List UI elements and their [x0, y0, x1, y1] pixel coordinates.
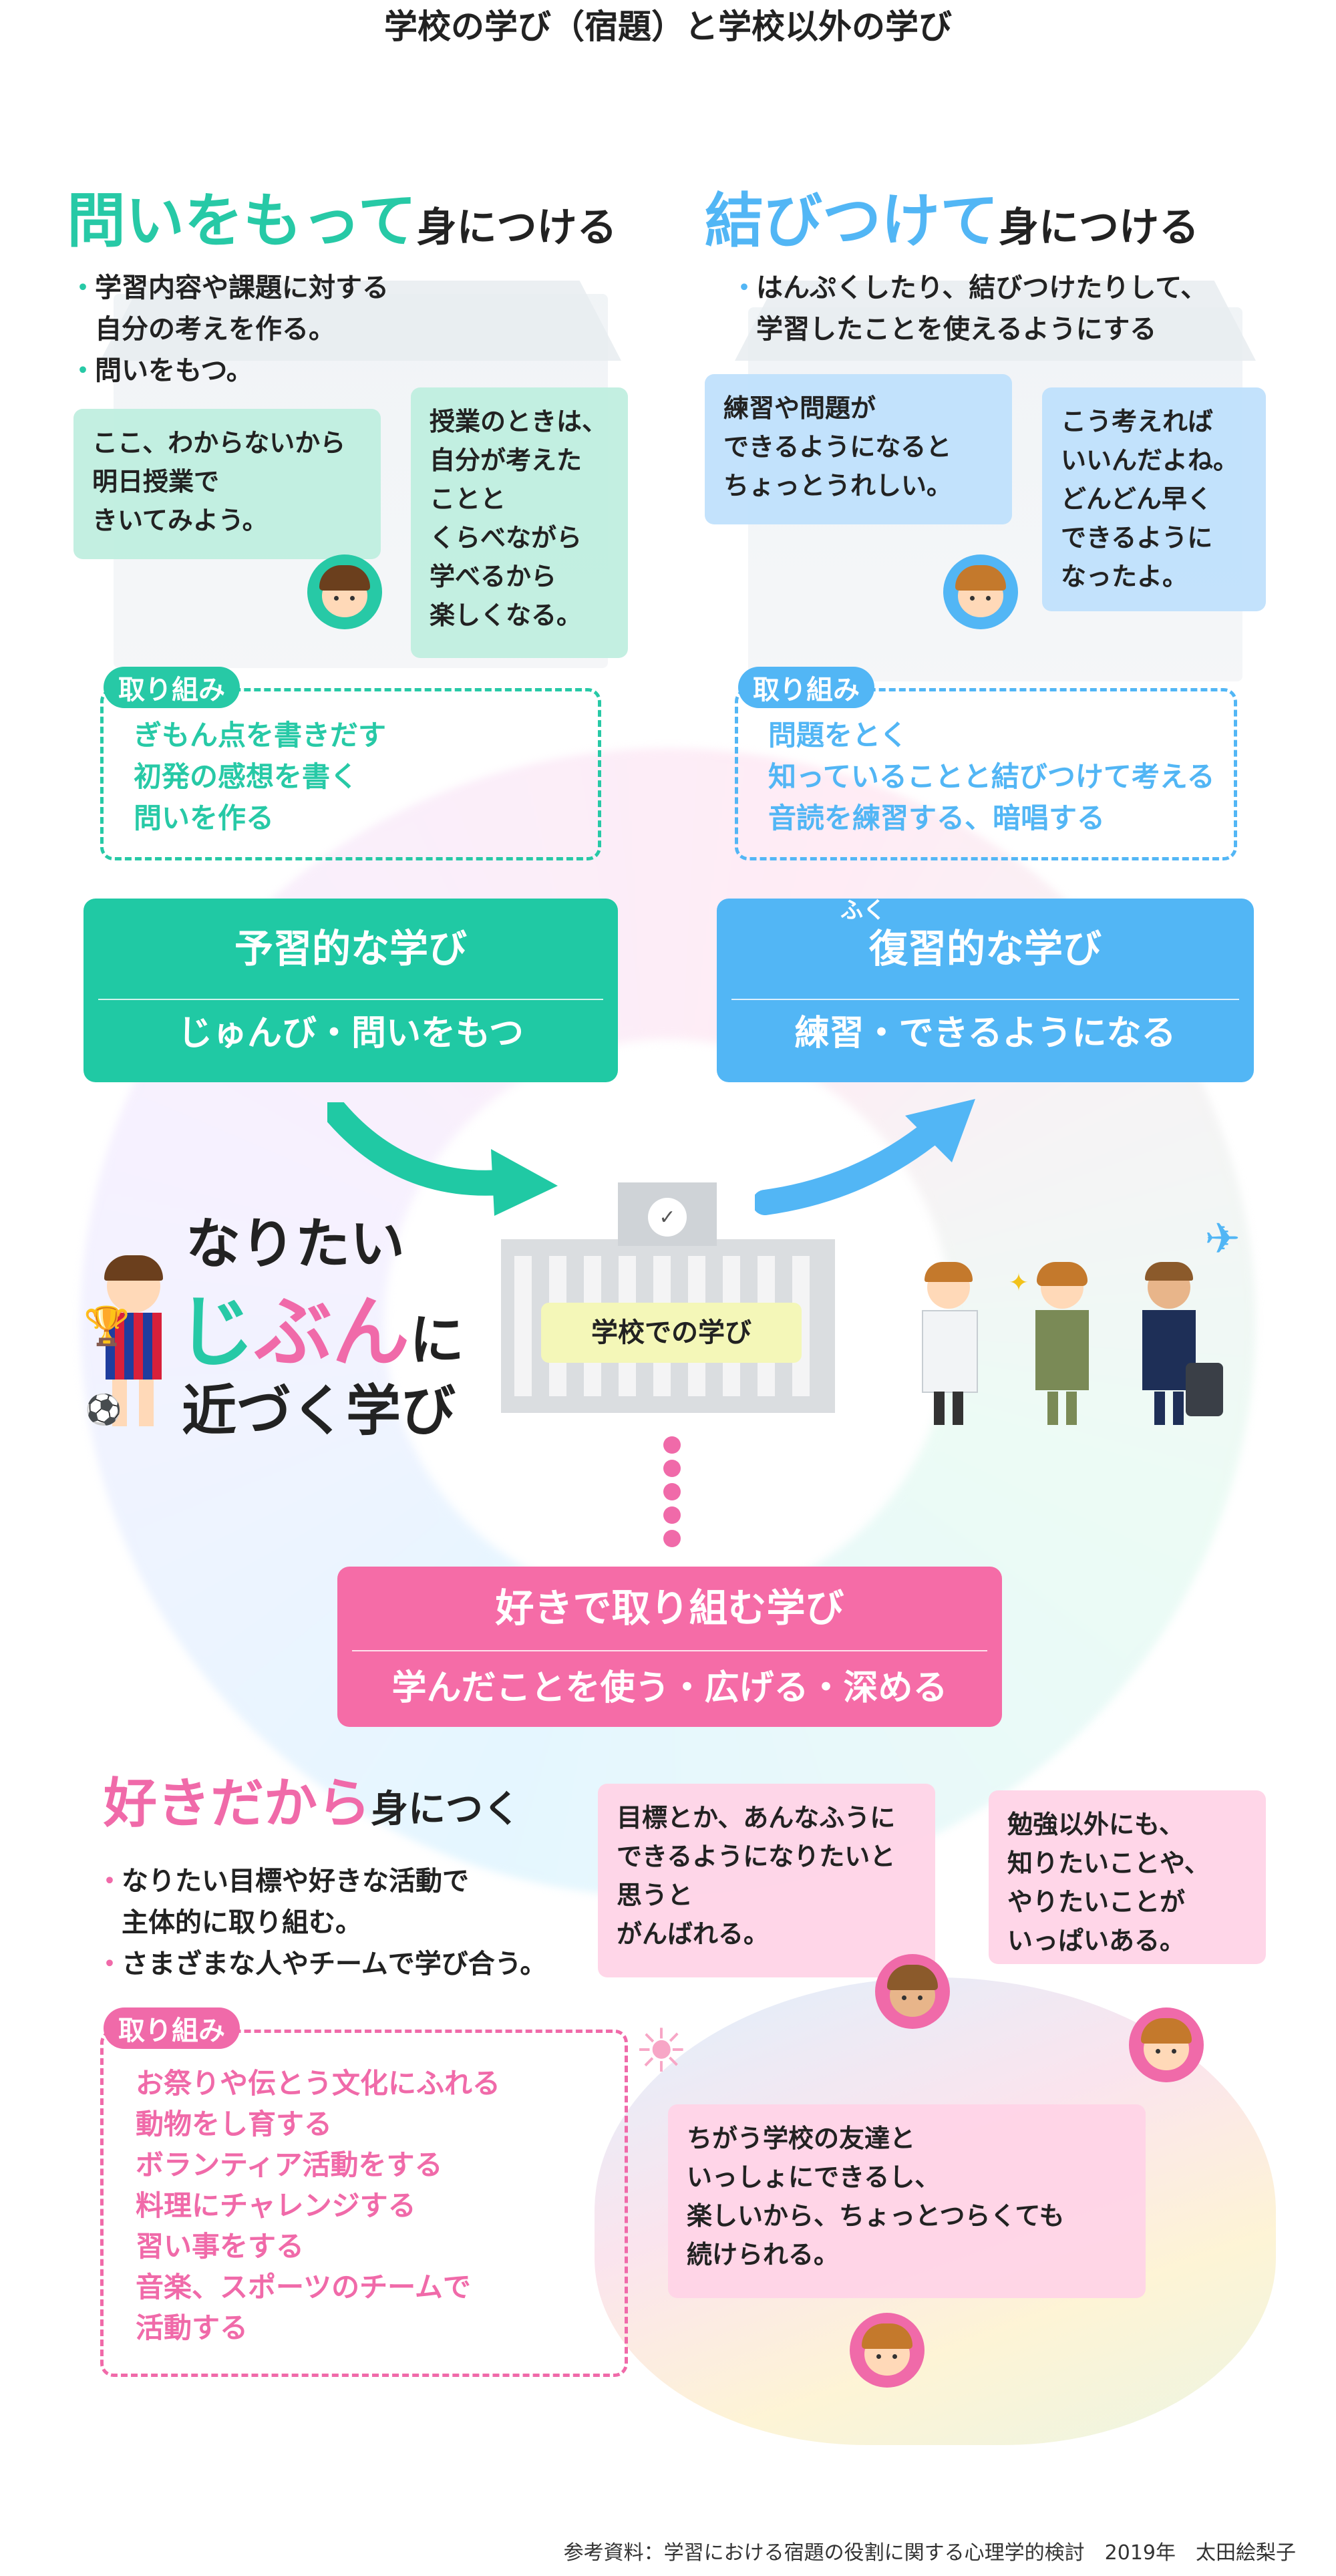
- center-heading-line1: なりたい: [186, 1213, 405, 1276]
- right-section-title: 結びつけて身につける: [705, 174, 1199, 259]
- list-item: ぎもん点を書きだす: [134, 719, 387, 752]
- left-activities-label: 取り組み: [104, 667, 240, 708]
- divider: [352, 1650, 987, 1651]
- list-item: 動物をし育する: [136, 2108, 333, 2140]
- bottom-activities-list: お祭りや伝とう文化にふれる 動物をし育する ボランティア活動をする 料理にチャレ…: [136, 2063, 500, 2348]
- card-title: ふく 復習的な学び: [717, 897, 1254, 999]
- bottom-speech-bubble-2: 勉強以外にも、 知りたいことや、 やりたいことが いっぱいある。: [989, 1790, 1266, 1964]
- card-subtitle: 練習・できるようになる: [794, 1013, 1176, 1054]
- left-speech-bubble-2: 授業のときは、 自分が考えた ことと くらべながら 学べるから 楽しくなる。: [411, 387, 628, 658]
- school-label: 学校での学び: [541, 1303, 802, 1363]
- left-activities-list: ぎもん点を書きだす 初発の感想を書く 問いを作る: [134, 715, 386, 839]
- center-heading-ni: に: [409, 1309, 465, 1372]
- sparkle-icon: ✦: [1008, 1269, 1029, 1297]
- arrow-to-school-icon: [327, 1102, 558, 1216]
- bottom-speech-bubble-3: ちがう学校の友達と いっしょにできるし、 楽しいから、ちょっとつらくても 続けら…: [668, 2104, 1146, 2298]
- list-item: はんぷくしたり、結びつけたりして、 学習したことを使えるようにする: [731, 267, 1309, 350]
- student-face-icon: [1129, 2007, 1204, 2082]
- list-item: 習い事をする: [136, 2230, 305, 2263]
- student-face-icon: [875, 1954, 950, 2029]
- bottom-speech-bubble-1: 目標とか、あんなふうに できるようになりたいと 思うと がんばれる。: [598, 1784, 935, 1977]
- trophy-icon: 🏆: [84, 1305, 130, 1348]
- right-activities-label: 取り組み: [738, 667, 874, 708]
- card-subtitle: じゅんび・問いをもつ: [178, 1013, 524, 1054]
- center-heading-ji: じ: [177, 1287, 255, 1378]
- right-bullet-list: はんぷくしたり、結びつけたりして、 学習したことを使えるようにする: [731, 267, 1309, 350]
- card-title: 好きで取り組む学び: [495, 1585, 844, 1631]
- card-title-text: 復習的な学び: [868, 926, 1102, 971]
- right-speech-bubble-1: 練習や問題が できるようになると ちょっとうれしい。: [705, 374, 1012, 524]
- bottom-title-colored: 好きだから: [104, 1772, 371, 1834]
- connector-dot: [663, 1460, 681, 1477]
- right-title-rest: 身につける: [999, 204, 1200, 251]
- list-item: 問いを作る: [134, 802, 275, 834]
- bottom-section-title: 好きだから身につく: [104, 1760, 520, 1838]
- connector-dot: [663, 1436, 681, 1454]
- suitcase-icon: [1186, 1363, 1223, 1416]
- left-activities-box: [100, 688, 601, 860]
- list-item: 料理にチャレンジする: [136, 2189, 416, 2222]
- list-item: 活動する: [136, 2311, 248, 2344]
- right-activities-list: 問題をとく 知っていることと結びつけて考える 音読を練習する、暗唱する: [768, 715, 1215, 839]
- left-speech-bubble-1: ここ、わからないから 明日授業で きいてみよう。: [73, 409, 381, 559]
- arrow-to-review-icon: [755, 1099, 975, 1215]
- soccer-ball-icon: ⚽: [85, 1393, 122, 1427]
- list-item: お祭りや伝とう文化にふれる: [136, 2067, 501, 2100]
- list-item: 音楽、スポーツのチームで: [136, 2271, 471, 2303]
- right-activities-box: [735, 688, 1237, 860]
- student-face-icon: [307, 554, 382, 629]
- center-heading-line2: じぶんに: [177, 1269, 464, 1382]
- list-item: 音読を練習する、暗唱する: [768, 802, 1106, 834]
- left-section-title: 問いをもって身につける: [67, 174, 617, 259]
- connector-dot: [663, 1530, 681, 1547]
- preparation-learning-card: 予習的な学び じゅんび・問いをもつ: [84, 899, 618, 1082]
- interest-learning-card: 好きで取り組む学び 学んだことを使う・広げる・深める: [337, 1567, 1002, 1727]
- divider: [731, 999, 1239, 1000]
- card-title: 予習的な学び: [234, 926, 467, 971]
- footer-reference: 参考資料：学習における宿題の役割に関する心理学的検討 2019年 太田絵梨子: [563, 2541, 1296, 2565]
- center-heading-bun: ぶん: [255, 1287, 409, 1378]
- clock-icon: ✓: [648, 1198, 687, 1237]
- sun-icon: ☀: [634, 2016, 689, 2086]
- airplane-icon: ✈: [1204, 1215, 1240, 1264]
- right-title-colored: 結びつけて: [705, 186, 999, 255]
- right-speech-bubble-2: こう考えれば いいんだよね。 どんどん早く できるように なったよ。: [1042, 387, 1266, 611]
- list-item: さまざまな人やチームで学び合う。: [96, 1943, 621, 1985]
- review-learning-card: ふく 復習的な学び 練習・できるようになる: [717, 897, 1254, 1082]
- doctor-illustration: [915, 1262, 982, 1426]
- student-face-icon: [943, 554, 1018, 629]
- card-subtitle: 学んだことを使う・広げる・深める: [391, 1668, 948, 1708]
- left-title-rest: 身につける: [416, 204, 617, 251]
- bottom-activities-label: 取り組み: [104, 2007, 240, 2049]
- bottom-bullet-list: なりたい目標や好きな活動で 主体的に取り組む。 さまざまな人やチームで学び合う。: [96, 1861, 621, 1985]
- left-title-colored: 問いをもって: [67, 186, 417, 255]
- list-item: 初発の感想を書く: [134, 760, 359, 793]
- list-item: 問題をとく: [768, 719, 908, 752]
- center-heading-line3: 近づく学び: [182, 1380, 456, 1443]
- connector-dot: [663, 1483, 681, 1500]
- list-item: 問いをもつ。: [69, 350, 581, 391]
- divider: [98, 999, 603, 1000]
- soccer-player-illustration: [94, 1255, 167, 1433]
- student-face-icon: [850, 2313, 925, 2388]
- list-item: なりたい目標や好きな活動で 主体的に取り組む。: [96, 1861, 621, 1943]
- list-item: ボランティア活動をする: [136, 2148, 443, 2181]
- list-item: 学習内容や課題に対する 自分の考えを作る。: [69, 267, 581, 350]
- bottom-title-rest: 身につく: [371, 1788, 520, 1831]
- connector-dot: [663, 1506, 681, 1524]
- ruby-reading: ふく: [840, 897, 886, 924]
- left-bullet-list: 学習内容や課題に対する 自分の考えを作る。 問いをもつ。: [69, 267, 581, 391]
- bottom-activities-box: [100, 2030, 628, 2377]
- engineer-illustration: [1029, 1262, 1096, 1426]
- page-title: 学校の学び（宿題）と学校以外の学び: [384, 7, 952, 46]
- list-item: 知っていることと結びつけて考える: [768, 760, 1215, 793]
